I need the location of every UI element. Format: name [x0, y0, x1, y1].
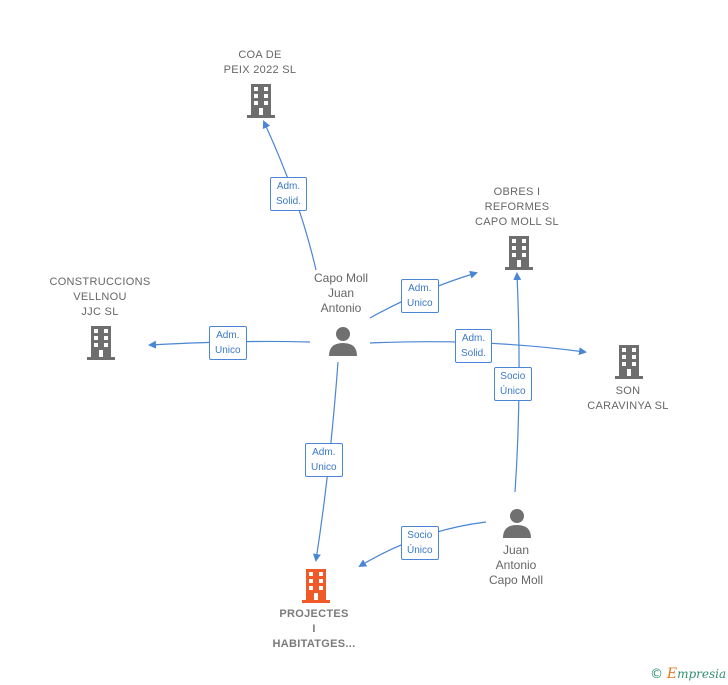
edge-label-socio-obres[interactable]: Socio Único: [494, 367, 532, 401]
copyright-icon: ©: [650, 667, 663, 682]
person-icon[interactable]: [502, 508, 532, 543]
person-label-juan-antonio[interactable]: Juan Antonio Capo Moll: [488, 543, 544, 587]
company-label-obres[interactable]: OBRES I REFORMES CAPO MOLL SL: [475, 186, 559, 228]
edge-label-to-construccions[interactable]: Adm. Unico: [209, 326, 247, 360]
company-label-projectes[interactable]: PROJECTES I HABITATGES...: [272, 608, 356, 650]
company-label-coa[interactable]: COA DE PEIX 2022 SL: [223, 49, 297, 76]
building-icon[interactable]: [85, 326, 117, 365]
person-label-capo-moll[interactable]: Capo Moll Juan Antonio: [313, 271, 369, 315]
company-label-son[interactable]: SON CARAVINYA SL: [587, 385, 669, 412]
edge-label-to-projectes[interactable]: Adm. Unico: [305, 443, 343, 477]
edge-label-to-son[interactable]: Adm. Solid.: [455, 329, 493, 363]
building-icon[interactable]: [613, 345, 645, 384]
edge-label-socio-projectes[interactable]: Socio Único: [401, 526, 439, 560]
person-icon[interactable]: [328, 326, 358, 361]
brand-name: mpresia: [677, 667, 727, 681]
brand-initial: E: [666, 666, 678, 682]
building-icon[interactable]: [245, 84, 277, 123]
edge-label-to-coa[interactable]: Adm. Solid.: [270, 177, 308, 211]
building-icon[interactable]: [503, 236, 535, 275]
empresia-logo[interactable]: © Empresia: [650, 666, 726, 682]
edge-label-to-obres[interactable]: Adm. Unico: [401, 279, 439, 313]
building-icon[interactable]: [300, 569, 332, 608]
company-label-construccions[interactable]: CONSTRUCCIONS VELLNOU JJC SL: [49, 276, 151, 318]
